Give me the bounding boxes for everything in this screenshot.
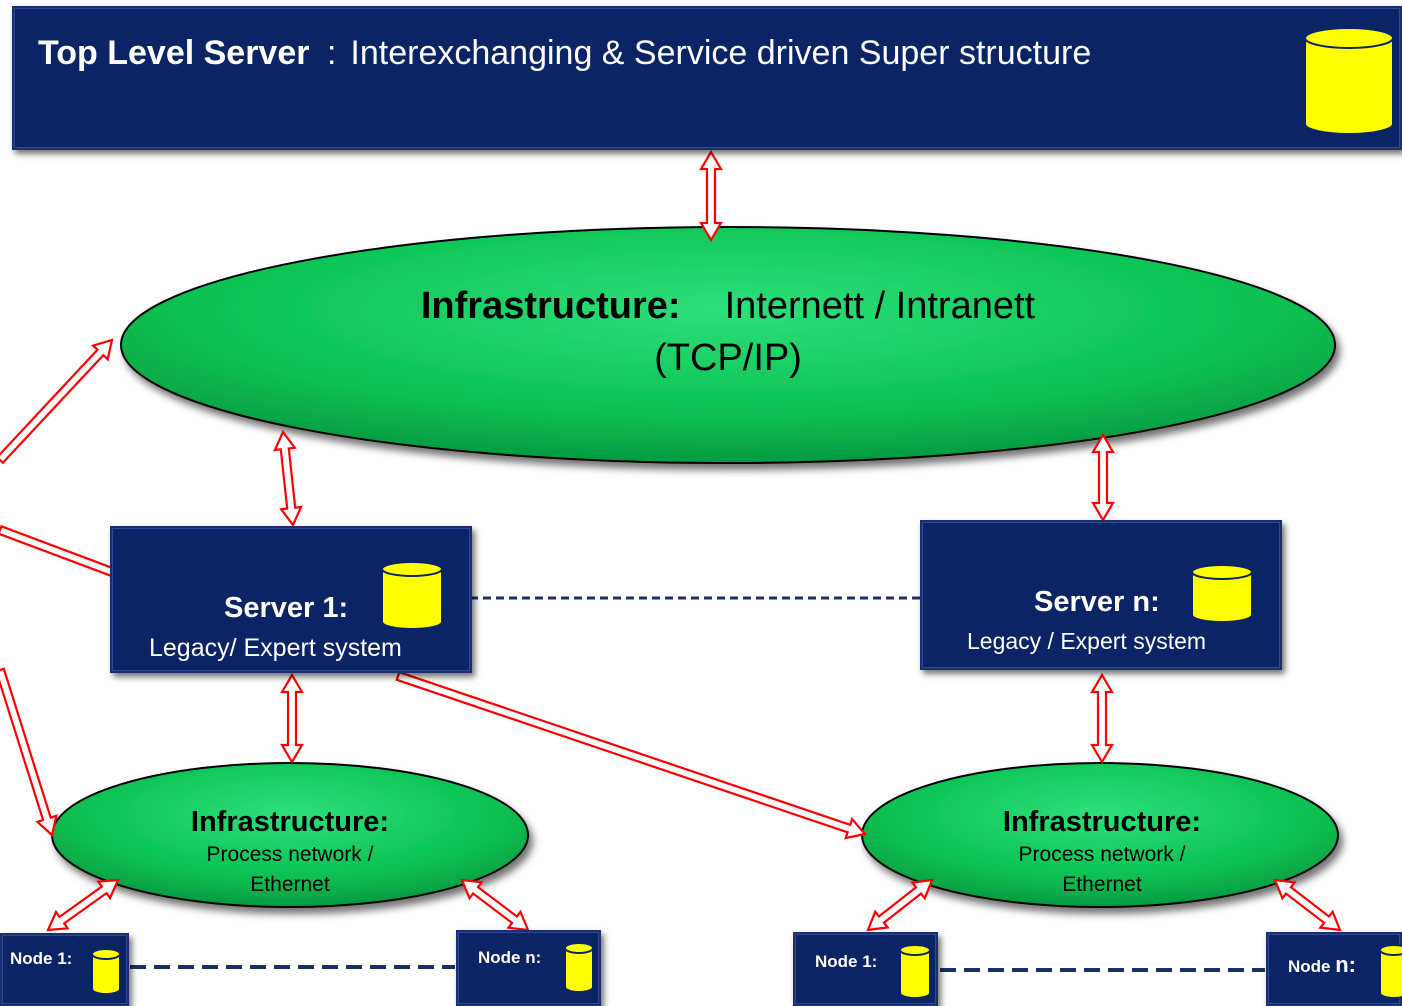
right-infrastructure-label: Infrastructure: Process network / Ethern… <box>932 804 1272 900</box>
right-node-n-suffix: n: <box>1335 952 1356 977</box>
top-server-database-icon <box>1304 27 1394 135</box>
arrow-internet-to-server-n <box>1091 432 1115 523</box>
arrow-edge-to-server-1 <box>0 524 115 578</box>
arrow-server-1-to-right-infra <box>395 670 868 840</box>
top-server-title: Top Level Server <box>38 34 310 72</box>
left-node-1-label: Node 1: <box>10 949 73 968</box>
main-infra-title: Infrastructure: <box>420 285 681 327</box>
left-infrastructure-label: Infrastructure: Process network / Ethern… <box>120 804 460 900</box>
right-node-1-database-icon <box>899 944 931 999</box>
arrow-edge-to-internet <box>0 338 114 465</box>
server-n-subtitle: Legacy / Expert system <box>967 628 1207 654</box>
arrow-right-infra-to-node-n <box>1273 878 1342 932</box>
right-infra-title: Infrastructure: <box>1002 806 1202 838</box>
left-node-1-database-icon <box>91 948 121 995</box>
arrow-right-infra-to-node-1 <box>866 878 934 932</box>
arrow-server-n-to-right-infra <box>1090 672 1114 765</box>
left-infra-title: Infrastructure: <box>190 806 390 838</box>
arrow-group <box>0 149 1342 932</box>
main-infrastructure-label: Infrastructure: Internett / Intranett (TC… <box>300 280 1156 384</box>
arrow-edge-to-left-infra <box>0 667 58 838</box>
server-n-database-icon <box>1191 564 1253 623</box>
right-node-1-label: Node 1: <box>815 952 878 971</box>
server-1-subtitle: Legacy/ Expert system <box>149 634 402 662</box>
server-n-title: Server n: <box>1034 586 1160 618</box>
server-1-database-icon <box>381 561 443 630</box>
right-node-n-label: Node n: <box>1288 952 1356 978</box>
right-infra-line2: Ethernet <box>1062 873 1142 896</box>
arrow-left-infra-to-node-n <box>460 878 530 932</box>
main-infra-protocol: (TCP/IP) <box>654 337 802 379</box>
left-infra-line1: Process network / <box>206 843 374 866</box>
arrow-top-server-to-internet <box>699 149 723 243</box>
arrow-left-infra-to-node-1 <box>46 878 120 932</box>
main-infrastructure-ellipse <box>120 226 1336 464</box>
arrow-server-1-to-left-infra <box>280 672 304 765</box>
right-node-n-prefix: Node <box>1288 957 1336 976</box>
left-node-n-database-icon <box>564 942 594 993</box>
left-node-n-label: Node n: <box>478 948 542 967</box>
top-server-separator: : <box>326 34 337 72</box>
right-infra-line1: Process network / <box>1018 843 1186 866</box>
top-level-server-box: Top Level Server : Interexchanging & Serv… <box>12 6 1402 150</box>
left-infra-line2: Ethernet <box>250 873 330 896</box>
server-1-title: Server 1: <box>224 592 349 624</box>
main-infra-subtitle: Internett / Intranett <box>724 285 1036 327</box>
top-server-subtitle: Interexchanging & Service driven Super s… <box>350 34 1092 72</box>
right-node-n-database-icon <box>1379 944 1402 999</box>
arrow-internet-to-server-1 <box>273 429 303 528</box>
